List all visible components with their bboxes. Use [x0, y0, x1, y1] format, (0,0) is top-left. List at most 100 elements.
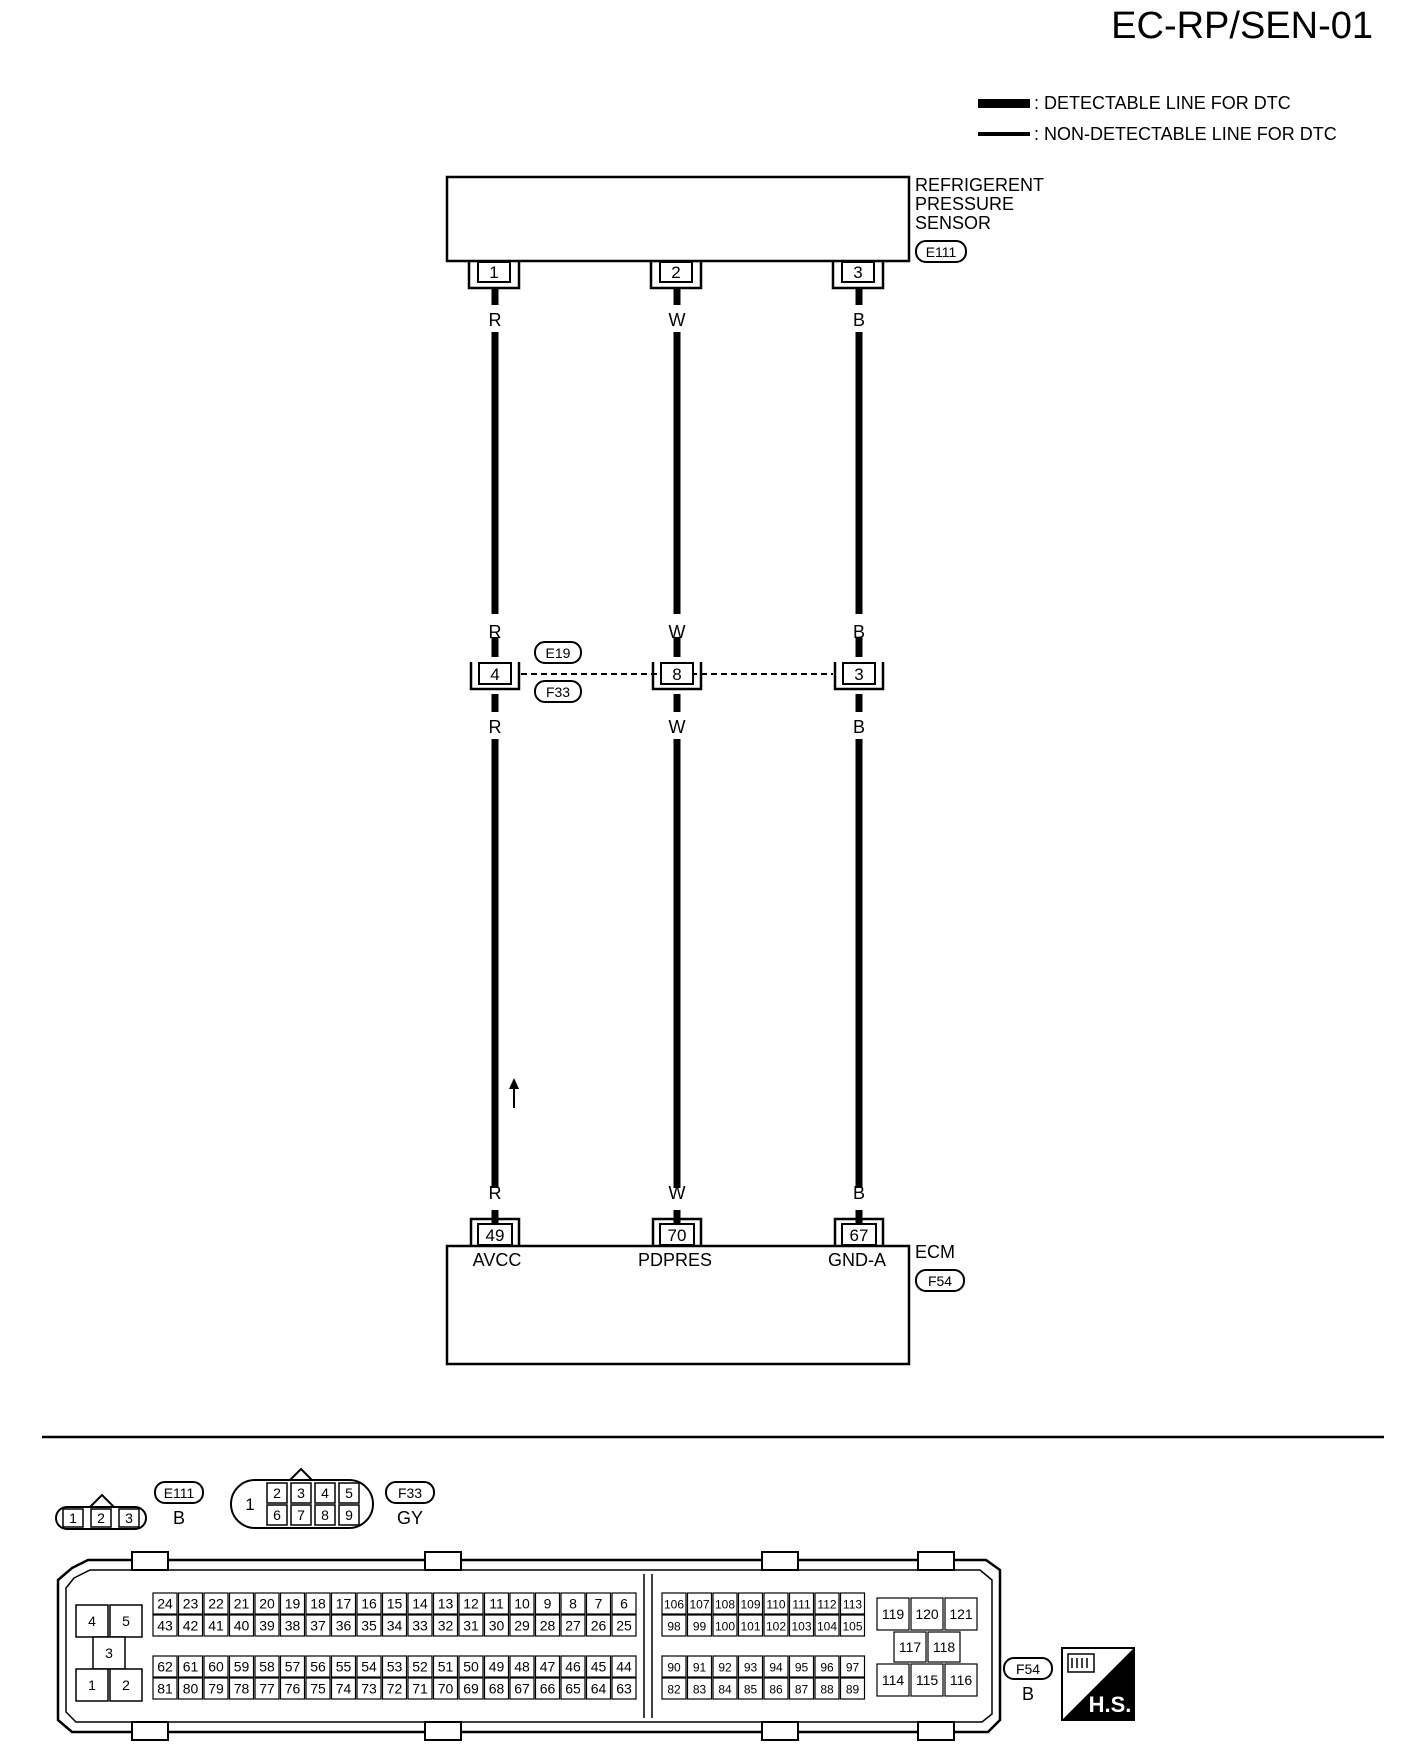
- connector-pin-number: 57: [285, 1659, 301, 1675]
- connector-pin-number: 106: [664, 1598, 684, 1612]
- connector-pin-number: 119: [882, 1606, 905, 1622]
- connector-pin-number: 67: [514, 1681, 530, 1697]
- connector-pin-number: 78: [234, 1681, 250, 1697]
- connector-pin-number: 33: [412, 1618, 428, 1634]
- connector-pin-number: 20: [259, 1596, 275, 1612]
- connector-pin-cell: [407, 1655, 433, 1678]
- connector-pin-cell: [763, 1655, 789, 1678]
- connector-pin-number: 47: [540, 1659, 556, 1675]
- connector-pin-cell: [686, 1655, 713, 1678]
- connector-pin-cell: [305, 1592, 331, 1615]
- wire-color-label: W: [669, 622, 686, 642]
- connector-pin-cell: [661, 1592, 687, 1615]
- e111-connector-view: 1 2 3: [55, 1493, 147, 1530]
- connector-pin-cell: [560, 1655, 586, 1678]
- svg-text:1: 1: [245, 1495, 254, 1514]
- connector-pin-cell: [585, 1592, 612, 1615]
- connector-pin-number: 50: [463, 1659, 479, 1675]
- connector-pin-number: 74: [336, 1681, 352, 1697]
- connector-pin-number: 25: [616, 1618, 632, 1634]
- joint-pin-3: 3: [833, 662, 885, 691]
- svg-text:2: 2: [671, 263, 680, 282]
- svg-text:2: 2: [122, 1677, 130, 1693]
- connector-pin-number: 83: [693, 1683, 707, 1697]
- connector-pin-number: 92: [718, 1661, 732, 1675]
- ecm-pin-49: 49: [469, 1217, 521, 1246]
- connector-pin-number: 113: [843, 1598, 862, 1612]
- connector-pin-number: 91: [693, 1661, 707, 1675]
- e111-view-color: B: [173, 1508, 185, 1528]
- harness-side-symbol: H.S.: [1061, 1647, 1135, 1721]
- joint-connector-top-id: E19: [546, 645, 571, 661]
- connector-pin-number: 86: [769, 1683, 783, 1697]
- connector-pin-number: 120: [915, 1606, 939, 1622]
- connector-pin-cell: [839, 1614, 866, 1637]
- svg-text:3: 3: [125, 1510, 133, 1526]
- connector-pin-cell: [585, 1614, 612, 1637]
- arrow-up-icon: [509, 1078, 519, 1108]
- connector-pin-cell: [509, 1614, 535, 1637]
- connector-pin-cell: [788, 1592, 815, 1615]
- ecm-connector-tag: [915, 1269, 965, 1292]
- connector-pin-cell: [560, 1677, 586, 1700]
- f33-view-id: F33: [398, 1485, 422, 1501]
- connector-pin-cell: [611, 1592, 637, 1615]
- connector-pin-number: 34: [387, 1618, 403, 1634]
- connector-pin-number: 36: [336, 1618, 352, 1634]
- connector-pin-cell: [177, 1677, 204, 1700]
- connector-pin-number: 111: [792, 1598, 811, 1612]
- connector-pin-cell: [611, 1614, 637, 1637]
- connector-pin-cell: [152, 1677, 178, 1700]
- connector-pin-number: 41: [208, 1618, 224, 1634]
- sensor-pin-2: 2: [649, 261, 703, 290]
- joint-pin-4: 4: [469, 662, 521, 691]
- connector-pin-cell: [737, 1592, 764, 1615]
- joint-connector-tag-bottom: [534, 680, 582, 703]
- connector-pin-number: 121: [949, 1606, 973, 1622]
- connector-pin-cell: [876, 1597, 910, 1631]
- connector-pin-cell: [152, 1592, 178, 1615]
- connector-pin-number: 59: [234, 1659, 250, 1675]
- connector-pin-number: 100: [715, 1620, 735, 1634]
- connector-pin-cell: [712, 1677, 738, 1700]
- connector-pin-cell: [381, 1592, 408, 1615]
- connector-pin-number: 18: [310, 1596, 326, 1612]
- connector-pin-number: 55: [336, 1659, 352, 1675]
- svg-text:5: 5: [122, 1613, 130, 1629]
- connector-pin-cell: [432, 1677, 459, 1700]
- connector-pin-number: 23: [183, 1596, 199, 1612]
- connector-pin-number: 85: [744, 1683, 758, 1697]
- connector-pin-number: 87: [795, 1683, 809, 1697]
- connector-pin-cell: [483, 1592, 510, 1615]
- connector-pin-number: 9: [544, 1596, 552, 1612]
- connector-pin-cell: [737, 1655, 764, 1678]
- connector-pin-cell: [910, 1597, 944, 1631]
- ecm-terminal-pdpres: PDPRES: [638, 1250, 712, 1270]
- wire-color-label: R: [489, 622, 502, 642]
- sensor-connector-id: E111: [926, 244, 957, 260]
- connector-pin-cell: [686, 1614, 713, 1637]
- connector-pin-number: 32: [438, 1618, 454, 1634]
- joint-pin-8: 8: [651, 662, 703, 691]
- connector-pin-cell: [254, 1655, 280, 1678]
- connector-pin-number: 30: [489, 1618, 505, 1634]
- connector-pin-number: 94: [769, 1661, 783, 1675]
- connector-pin-number: 53: [387, 1659, 403, 1675]
- sensor-box: [445, 175, 911, 263]
- connector-pin-cell: [788, 1614, 815, 1637]
- sensor-name-line-1: REFRIGERENT: [915, 175, 1044, 195]
- connector-pin-cell: [203, 1592, 229, 1615]
- connector-pin-number: 44: [616, 1659, 632, 1675]
- connector-pin-cell: [305, 1677, 331, 1700]
- connector-pin-cell: [763, 1677, 789, 1700]
- joint-connector-bottom-id: F33: [546, 684, 570, 700]
- connector-pin-number: 102: [766, 1620, 786, 1634]
- connector-pin-cell: [839, 1592, 866, 1615]
- connector-pin-cell: [177, 1655, 204, 1678]
- connector-pin-number: 63: [616, 1681, 632, 1697]
- connector-pin-cell: [381, 1614, 408, 1637]
- connector-pin-number: 76: [285, 1681, 301, 1697]
